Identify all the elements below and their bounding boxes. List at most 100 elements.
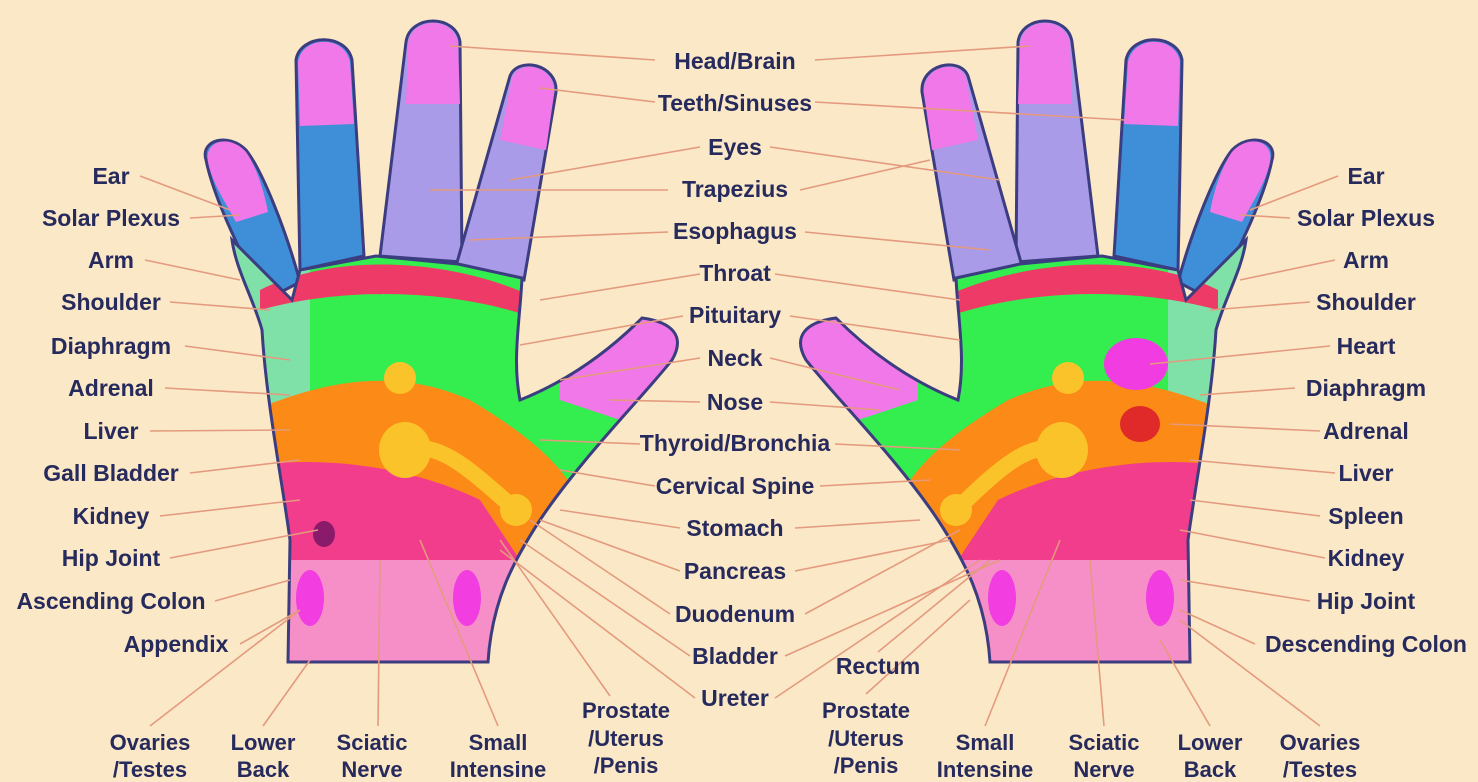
label-stomach: Stomach xyxy=(686,515,783,541)
leader-line xyxy=(1180,610,1255,644)
leader-line xyxy=(1200,388,1295,395)
right-labels: Ear Solar Plexus Arm Shoulder Heart Diap… xyxy=(1265,163,1467,657)
left-label-testes: /Testes xyxy=(113,757,187,782)
leader-line xyxy=(540,88,655,102)
left-bottom-labels: Ovaries /Testes Lower Back Sciatic Nerve… xyxy=(110,698,670,782)
label-throat: Throat xyxy=(699,260,771,286)
leader-line xyxy=(866,600,970,694)
leader-line xyxy=(150,430,290,431)
label-eyes: Eyes xyxy=(708,134,762,160)
left-label-uterus: /Uterus xyxy=(588,726,664,751)
left-label-ovaries: Ovaries xyxy=(110,730,191,755)
right-label-sciatic: Sciatic xyxy=(1069,730,1140,755)
label-bladder: Bladder xyxy=(692,643,778,669)
leader-line xyxy=(1190,460,1335,473)
left-label-sciatic: Sciatic xyxy=(337,730,408,755)
label-nose: Nose xyxy=(707,389,763,415)
leader-line xyxy=(795,520,920,528)
right-label-spleen: Spleen xyxy=(1328,503,1403,529)
leader-line xyxy=(560,510,680,528)
right-label-back: Back xyxy=(1184,757,1237,782)
right-label-lower: Lower xyxy=(1178,730,1243,755)
left-label-small: Small xyxy=(469,730,528,755)
left-label-shoulder: Shoulder xyxy=(61,289,161,315)
leader-line xyxy=(540,520,680,571)
left-labels: Ear Solar Plexus Arm Shoulder Diaphragm … xyxy=(16,163,228,657)
leader-line xyxy=(215,580,290,601)
leader-line xyxy=(450,46,655,60)
right-label-prostate: Prostate xyxy=(822,698,910,723)
right-label-ear: Ear xyxy=(1347,163,1384,189)
label-ureter: Ureter xyxy=(701,685,769,711)
label-teeth-sinuses: Teeth/Sinuses xyxy=(658,90,812,116)
left-label-liver: Liver xyxy=(84,418,139,444)
left-label-gall-bladder: Gall Bladder xyxy=(43,460,179,486)
right-label-hip-joint: Hip Joint xyxy=(1317,588,1416,614)
left-label-arm: Arm xyxy=(88,247,134,273)
right-label-ovaries: Ovaries xyxy=(1280,730,1361,755)
left-label-penis: /Penis xyxy=(594,753,659,778)
leader-line xyxy=(500,550,695,698)
label-head-brain: Head/Brain xyxy=(674,48,795,74)
leader-line xyxy=(263,660,310,726)
leader-line xyxy=(560,470,655,486)
left-label-intensine: Intensine xyxy=(450,757,547,782)
right-label-kidney: Kidney xyxy=(1328,545,1405,571)
left-label-lower: Lower xyxy=(231,730,296,755)
label-duodenum: Duodenum xyxy=(675,601,795,627)
leader-line xyxy=(145,260,240,280)
right-label-heart: Heart xyxy=(1337,333,1396,359)
left-label-hip-joint: Hip Joint xyxy=(62,545,161,571)
left-label-kidney: Kidney xyxy=(73,503,150,529)
right-bottom-labels: Prostate /Uterus /Penis Small Intensine … xyxy=(822,698,1360,782)
left-label-adrenal: Adrenal xyxy=(68,375,154,401)
leader-line xyxy=(150,610,300,726)
left-label-back: Back xyxy=(237,757,290,782)
label-pancreas: Pancreas xyxy=(684,558,786,584)
center-labels: Head/Brain Teeth/Sinuses Eyes Trapezius … xyxy=(640,48,831,711)
right-label-descending-colon: Descending Colon xyxy=(1265,631,1467,657)
leader-line xyxy=(805,530,960,614)
label-thyroid-bronchia: Thyroid/Bronchia xyxy=(640,430,831,456)
leader-line xyxy=(878,560,990,652)
label-neck: Neck xyxy=(708,345,763,371)
leader-line xyxy=(800,160,930,190)
right-label-testes: /Testes xyxy=(1283,757,1357,782)
right-label-shoulder: Shoulder xyxy=(1316,289,1416,315)
leader-line xyxy=(1190,500,1320,516)
right-label-adrenal: Adrenal xyxy=(1323,418,1409,444)
leader-line xyxy=(160,500,300,516)
right-label-penis: /Penis xyxy=(834,753,899,778)
leader-line xyxy=(1180,530,1325,558)
leader-line xyxy=(815,46,1030,60)
right-label-diaphragm: Diaphragm xyxy=(1306,375,1426,401)
leader-line xyxy=(1180,580,1310,601)
right-label-arm: Arm xyxy=(1343,247,1389,273)
leader-line xyxy=(540,274,700,300)
right-hand xyxy=(778,21,1273,680)
right-label-liver: Liver xyxy=(1339,460,1394,486)
right-label-nerve: Nerve xyxy=(1073,757,1134,782)
right-label-intensine: Intensine xyxy=(937,757,1034,782)
left-hand xyxy=(205,21,700,680)
left-label-prostate: Prostate xyxy=(582,698,670,723)
label-rectum: Rectum xyxy=(836,653,920,679)
left-label-solar-plexus: Solar Plexus xyxy=(42,205,180,231)
leader-line xyxy=(520,540,690,656)
leader-line xyxy=(795,540,950,571)
left-label-appendix: Appendix xyxy=(124,631,229,657)
leader-line xyxy=(775,274,960,300)
right-label-uterus: /Uterus xyxy=(828,726,904,751)
left-label-nerve: Nerve xyxy=(341,757,402,782)
label-cervical-spine: Cervical Spine xyxy=(656,473,815,499)
label-pituitary: Pituitary xyxy=(689,302,781,328)
right-label-solar-plexus: Solar Plexus xyxy=(1297,205,1435,231)
leader-line xyxy=(1240,260,1335,280)
left-label-diaphragm: Diaphragm xyxy=(51,333,171,359)
label-esophagus: Esophagus xyxy=(673,218,797,244)
left-label-ascending-colon: Ascending Colon xyxy=(16,588,205,614)
right-label-small: Small xyxy=(956,730,1015,755)
left-label-ear: Ear xyxy=(92,163,129,189)
